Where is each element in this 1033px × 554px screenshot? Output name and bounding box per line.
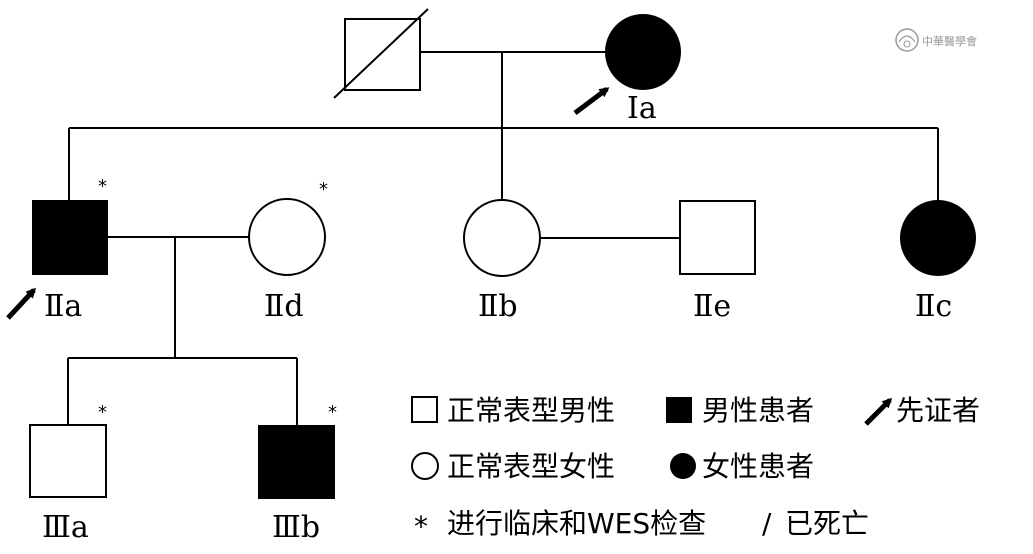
- male-deceased-unaffected: [344, 18, 421, 91]
- label-IIc: Ⅱc: [915, 289, 952, 324]
- male-affected-IIIb: [258, 425, 335, 499]
- proband-arrow-IIa: [6, 287, 37, 320]
- legend-examined: * 进行临床和WES检查: [414, 507, 706, 543]
- male-normal-IIe: [679, 200, 756, 275]
- watermark: 中華醫學會: [895, 28, 977, 52]
- female-normal-IIb: [463, 199, 541, 277]
- legend-affected-male-text: 男性患者: [702, 394, 814, 427]
- label-IIIb: Ⅲb: [272, 510, 320, 545]
- male-affected-IIa: [32, 200, 108, 275]
- individual-IId: * Ⅱd: [248, 179, 328, 324]
- legend-proband: 先证者: [864, 394, 980, 427]
- legend-exam-mark: *: [414, 510, 428, 543]
- affected-female-symbol: [670, 453, 696, 479]
- female-affected-Ia: [605, 14, 681, 90]
- legend-normal-female: 正常表型女性: [411, 450, 615, 483]
- legend-affected-male: 男性患者: [666, 394, 814, 427]
- individual-IIa: * Ⅱa: [6, 176, 108, 324]
- label-IIa: Ⅱa: [44, 289, 82, 324]
- generation-1: Ⅰa: [333, 8, 681, 200]
- legend-normal-male-text: 正常表型男性: [447, 394, 615, 427]
- examined-mark-IIIb: *: [328, 402, 337, 423]
- proband-arrow-icon: [864, 397, 893, 426]
- legend-proband-text: 先证者: [896, 394, 980, 427]
- male-normal-IIIa: [29, 424, 107, 498]
- female-normal-IId: [248, 198, 326, 276]
- legend-normal-female-text: 正常表型女性: [447, 450, 615, 483]
- normal-male-symbol: [411, 396, 438, 423]
- individual-IIb: Ⅱb: [463, 199, 541, 324]
- label-IIb: Ⅱb: [478, 289, 518, 324]
- individual-IIIa: * Ⅲa: [29, 402, 107, 545]
- legend-deceased-text: 已死亡: [785, 507, 869, 540]
- examined-mark-IIIa: *: [98, 402, 107, 423]
- examined-mark-IIa: *: [98, 176, 107, 197]
- watermark-text: 中華醫學會: [922, 34, 977, 48]
- legend-normal-male: 正常表型男性: [411, 394, 615, 427]
- female-affected-IIc: [900, 200, 976, 276]
- legend-affected-female-text: 女性患者: [702, 450, 814, 483]
- label-IId: Ⅱd: [264, 289, 304, 324]
- legend-exam-text: 进行临床和WES检查: [447, 507, 706, 540]
- deceased-slash: [333, 8, 429, 99]
- examined-mark-IId: *: [319, 179, 328, 200]
- label-Ia: Ⅰa: [627, 91, 657, 126]
- normal-female-symbol: [411, 452, 439, 480]
- individual-IIc: Ⅱc: [900, 200, 976, 324]
- label-IIe: Ⅱe: [693, 289, 731, 324]
- label-IIIa: Ⅲa: [42, 510, 89, 545]
- legend: 正常表型男性 男性患者 先证者 正常表型女性 女性患者 * 进行临床和WES检查…: [411, 394, 980, 543]
- affected-male-symbol: [666, 397, 692, 423]
- legend-affected-female: 女性患者: [670, 450, 814, 483]
- legend-deceased: / 已死亡: [762, 507, 869, 540]
- legend-deceased-mark: /: [762, 507, 772, 540]
- individual-IIIb: * Ⅲb: [258, 402, 337, 545]
- proband-arrow-Ia: [573, 87, 610, 115]
- individual-IIe: Ⅱe: [679, 200, 756, 324]
- society-logo-icon: [895, 28, 919, 52]
